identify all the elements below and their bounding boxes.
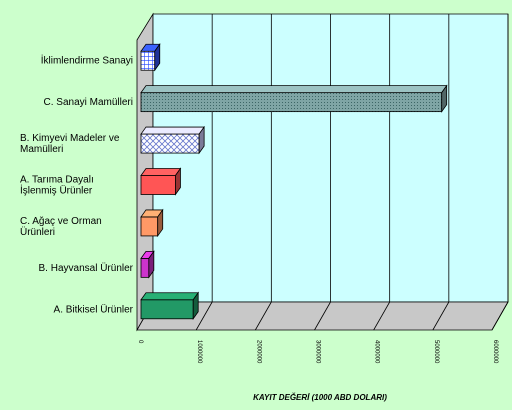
bar-side [198, 125, 205, 155]
category-label: A. Bitkisel Ürünler [54, 303, 134, 315]
bar-front [140, 133, 200, 154]
floor-gridline [373, 301, 391, 331]
x-tick-labels: 0 1000000 2000000 3000000 4000000 5000000 6000… [137, 340, 498, 364]
category-label: B. Hayvansal Ürünler [39, 262, 134, 274]
bar-top [140, 126, 205, 135]
bar-top [140, 292, 199, 301]
bar-front [140, 216, 159, 237]
bar-front [140, 257, 150, 278]
x-tick-label: 6000000 [492, 340, 498, 364]
bar [140, 291, 199, 321]
bar-front [140, 50, 156, 71]
floor-gridline [432, 301, 450, 331]
bar [140, 208, 164, 238]
floor-gridline [491, 301, 509, 331]
bar-side [192, 291, 199, 321]
bar-top [140, 85, 448, 94]
bar-side [175, 167, 181, 196]
gridlines [195, 14, 509, 331]
floor-gridline [314, 301, 331, 331]
x-tick-label: 3000000 [315, 340, 321, 364]
category-labels: İklimlendirme Sanayi C. Sanayi MamülleriB… [20, 54, 134, 316]
bar [140, 125, 205, 155]
x-axis-title: KAYIT DEĞERİ (1000 ABD DOLARI) [253, 393, 387, 402]
x-tick-label: 0 [137, 340, 143, 344]
bar [140, 167, 182, 196]
bar-side [157, 208, 164, 238]
bar [140, 250, 155, 279]
category-label: İklimlendirme Sanayi [41, 54, 133, 67]
bar-front [140, 299, 194, 320]
bar-side [148, 250, 155, 279]
x-tick-label: 5000000 [433, 340, 439, 364]
bar-top [140, 168, 182, 176]
bar-front [140, 92, 443, 113]
floor-gridline [195, 301, 213, 331]
category-label: C. Sanayi Mamülleri [44, 97, 133, 108]
floor-gridline [254, 301, 272, 331]
bar [140, 84, 448, 113]
bar [140, 42, 161, 72]
bar-side [441, 84, 448, 113]
x-tick-label: 2000000 [255, 340, 261, 364]
x-tick-label: 1000000 [196, 340, 202, 364]
x-tick-label: 4000000 [374, 340, 380, 364]
bar-front [140, 175, 176, 195]
bar-side [154, 42, 161, 72]
bars [140, 42, 448, 321]
